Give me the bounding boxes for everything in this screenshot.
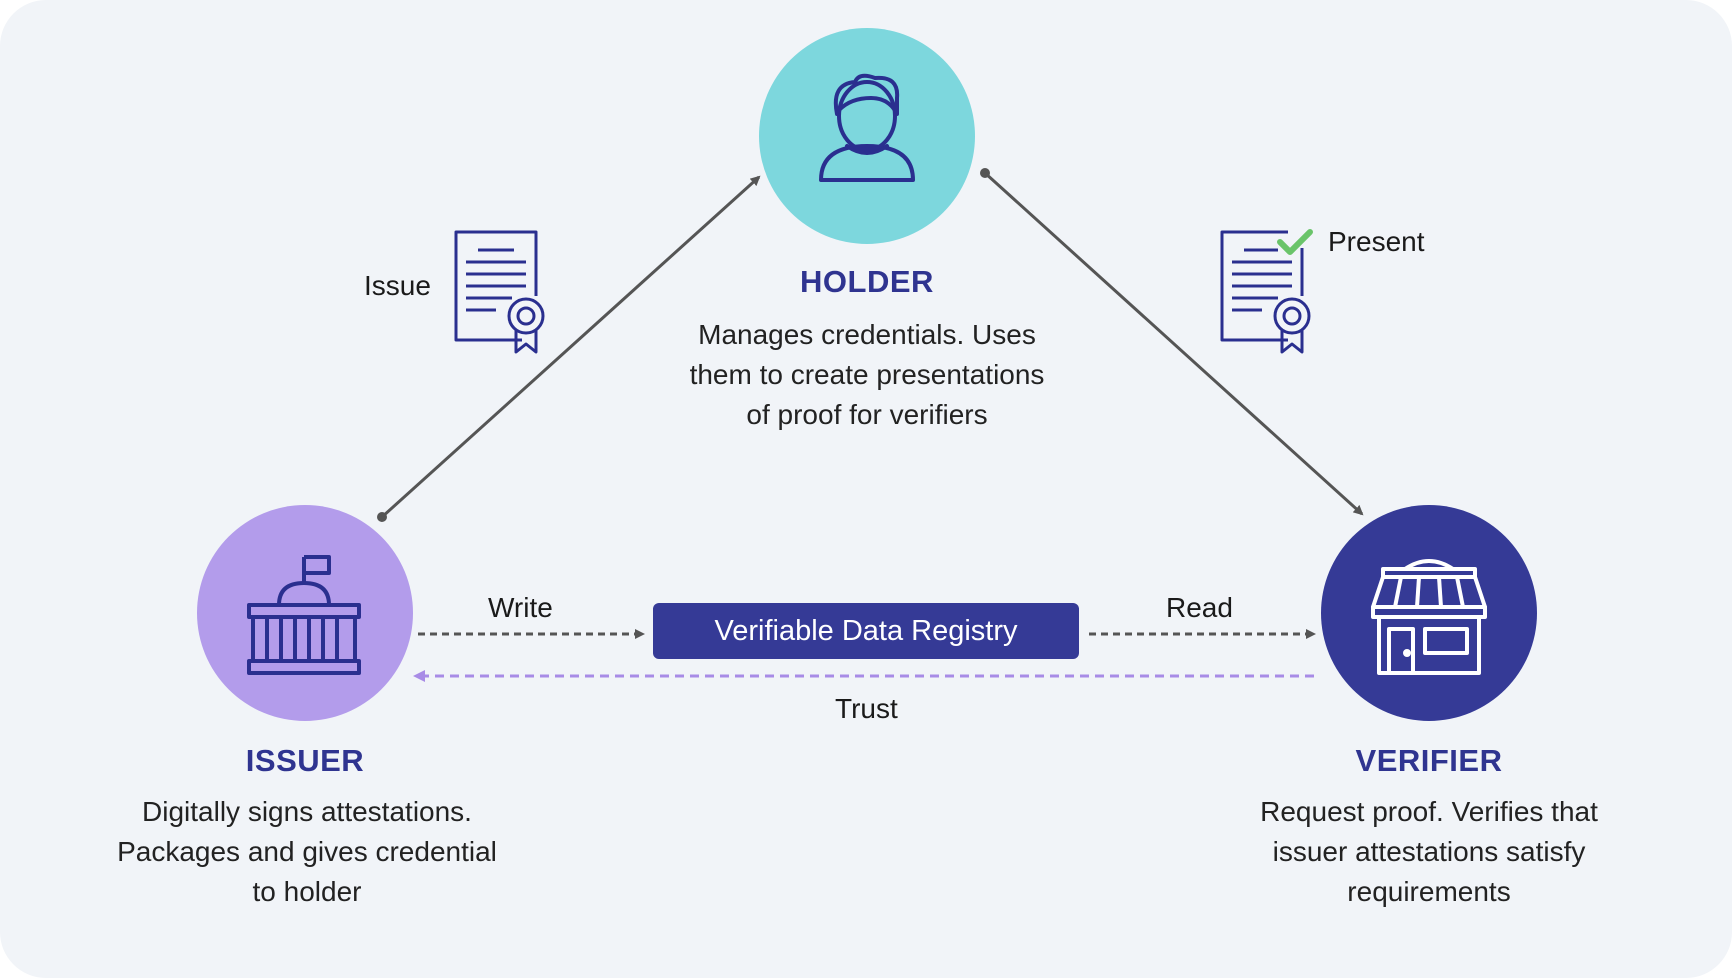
check-mark-icon <box>1277 229 1313 255</box>
present-label: Present <box>1328 226 1425 257</box>
verifier-description: Request proof. Verifies that issuer atte… <box>1202 792 1656 912</box>
read-label: Read <box>1166 592 1233 623</box>
issuer-description-line: Packages and gives credential <box>117 836 497 867</box>
issuer-circle <box>197 505 413 721</box>
certificate-icon <box>454 230 545 354</box>
write-label: Write <box>488 592 553 623</box>
holder-title: HOLDER <box>800 264 934 299</box>
issuer-description: Digitally signs attestations. Packages a… <box>80 792 534 912</box>
issue-arrow <box>380 175 761 519</box>
issuer-title: ISSUER <box>245 743 365 778</box>
storefront-icon <box>1371 559 1487 675</box>
issuer-description-line: to holder <box>252 876 362 907</box>
present-arrow <box>983 171 1364 516</box>
issuer-description-line: Digitally signs attestations. <box>142 796 472 827</box>
holder-description-line: Manages credentials. Uses <box>698 319 1036 350</box>
verifier-circle <box>1321 505 1537 721</box>
person-icon <box>819 73 915 182</box>
holder-description-line: of proof for verifiers <box>746 399 988 430</box>
government-building-icon <box>247 555 361 675</box>
holder-circle <box>759 28 975 244</box>
issue-label: Issue <box>364 270 431 301</box>
verifiable-data-registry: Verifiable Data Registry <box>653 603 1079 659</box>
verifier-description-line: requirements <box>1347 876 1511 907</box>
verified-certificate-icon <box>1220 229 1313 354</box>
holder-description: Manages credentials. Uses them to create… <box>620 315 1114 435</box>
holder-description-line: them to create presentations <box>689 359 1045 390</box>
verifier-title: VERIFIER <box>1355 743 1503 778</box>
trust-label: Trust <box>835 693 898 724</box>
verifier-description-line: issuer attestations satisfy <box>1272 836 1586 867</box>
verifier-description-line: Request proof. Verifies that <box>1260 796 1598 827</box>
